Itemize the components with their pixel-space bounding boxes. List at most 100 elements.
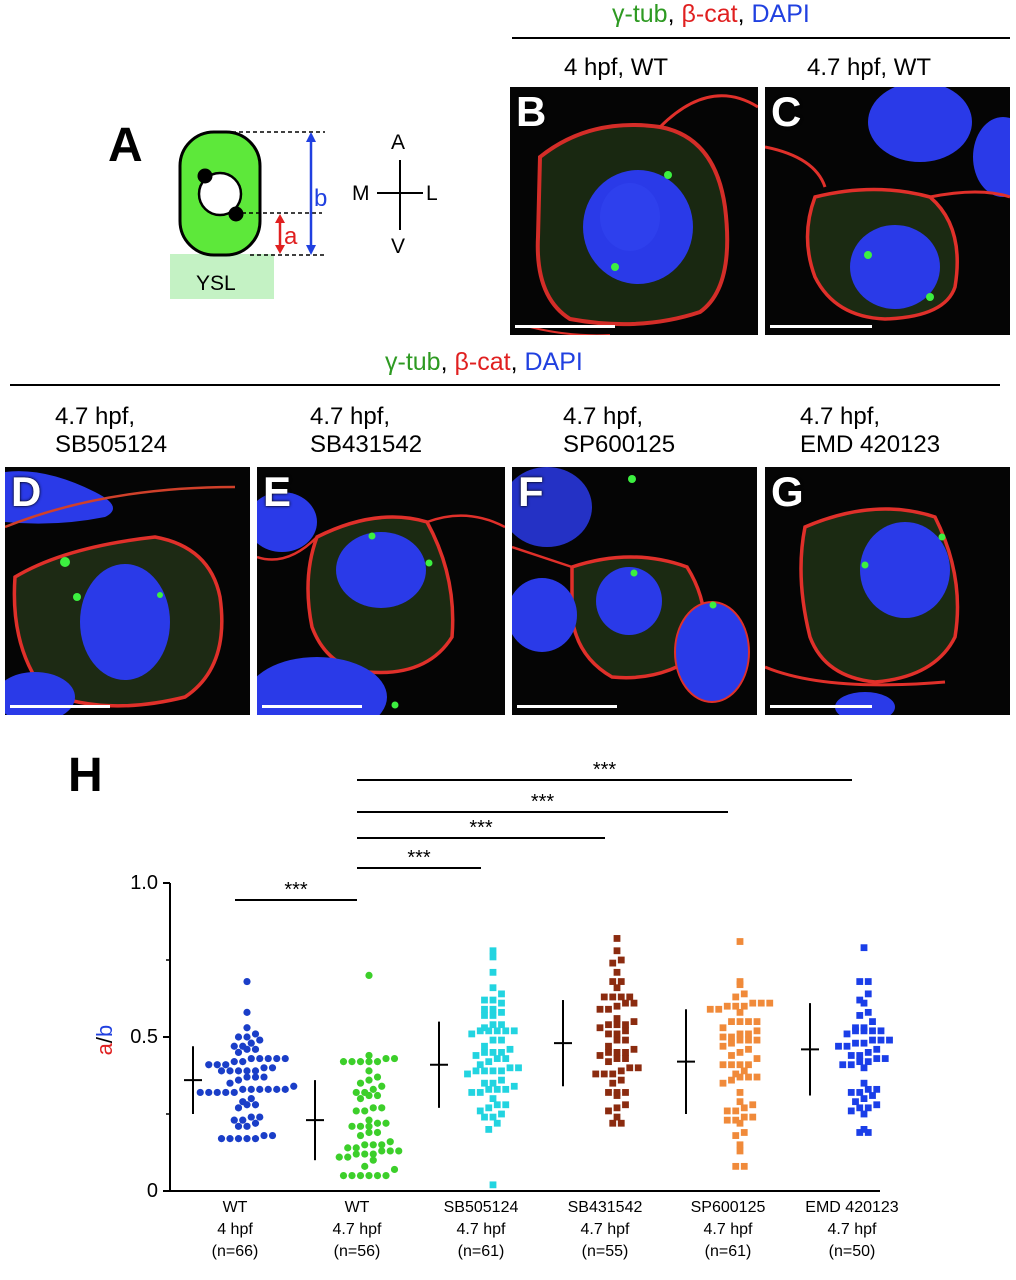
data-point	[877, 1036, 885, 1044]
x-tick-label: (n=56)	[334, 1243, 381, 1260]
significance-label: ***	[469, 817, 493, 839]
data-point	[728, 1061, 735, 1069]
data-point	[613, 1030, 621, 1038]
x-tick-label: (n=66)	[212, 1243, 259, 1260]
x-tick-label: WT	[345, 1199, 370, 1216]
data-point	[847, 1107, 855, 1115]
data-point	[489, 1049, 497, 1056]
data-point	[860, 1110, 868, 1118]
data-point	[493, 1055, 501, 1062]
data-point	[719, 1079, 727, 1087]
data-point	[732, 1132, 740, 1139]
scale-bar	[10, 705, 110, 708]
data-point	[600, 993, 608, 1001]
data-point	[243, 1135, 251, 1143]
data-point	[365, 1122, 373, 1130]
data-point	[622, 1036, 629, 1044]
data-point	[348, 1172, 356, 1180]
data-point	[485, 1104, 493, 1112]
data-point	[728, 1033, 735, 1041]
data-point	[489, 953, 497, 961]
data-point	[856, 1058, 864, 1066]
data-point	[489, 1079, 497, 1087]
data-point	[736, 938, 744, 945]
a-label: a	[284, 223, 298, 250]
x-tick-label: 4.7 hpf	[828, 1221, 877, 1238]
data-point	[732, 1116, 740, 1124]
data-point	[864, 1104, 872, 1112]
panel-a-schematic	[170, 130, 423, 299]
data-point	[847, 1089, 855, 1096]
data-point	[753, 1055, 761, 1062]
data-point	[390, 1165, 399, 1174]
data-point	[268, 1131, 277, 1140]
data-point	[869, 1036, 876, 1044]
data-point	[860, 1039, 868, 1047]
data-point	[864, 1058, 872, 1066]
significance-label: ***	[284, 879, 308, 901]
data-point	[719, 1042, 727, 1050]
data-point	[732, 1162, 740, 1170]
data-point	[753, 1018, 761, 1025]
data-point	[617, 1067, 625, 1075]
data-point	[856, 1129, 864, 1136]
data-point	[732, 1107, 740, 1115]
data-point	[860, 1095, 868, 1102]
data-point	[613, 1055, 621, 1062]
data-point	[856, 1052, 864, 1059]
data-point	[356, 1122, 365, 1130]
significance-label: ***	[531, 791, 555, 813]
data-point	[243, 1024, 251, 1032]
panel-letter-e: E	[263, 468, 292, 515]
data-point	[613, 968, 621, 976]
data-point	[268, 1064, 277, 1072]
data-point	[260, 1131, 268, 1140]
data-point	[222, 1061, 230, 1069]
nucleus	[197, 171, 243, 217]
scale-bar	[515, 325, 615, 328]
data-point	[369, 1150, 377, 1158]
data-point	[856, 996, 864, 1004]
data-point	[378, 1082, 386, 1090]
data-point	[613, 984, 621, 992]
data-point	[489, 996, 497, 1004]
data-point	[481, 1067, 488, 1075]
data-point	[251, 1073, 260, 1081]
data-point	[395, 1147, 403, 1155]
data-point	[247, 1113, 255, 1121]
ysl-region	[170, 254, 274, 299]
data-point	[617, 1076, 625, 1084]
data-point	[864, 990, 872, 998]
data-point	[864, 1085, 872, 1093]
data-point	[753, 1027, 761, 1035]
data-point	[630, 1018, 638, 1025]
data-point	[348, 1058, 356, 1066]
data-point	[373, 1119, 382, 1127]
data-point	[605, 1107, 612, 1115]
data-point	[736, 1030, 744, 1038]
data-point	[348, 1122, 356, 1130]
x-tick-label: 4.7 hpf	[704, 1221, 753, 1238]
axis-label-lateral: L	[426, 182, 438, 205]
data-point	[243, 977, 251, 986]
x-tick-label: SB505124	[444, 1199, 519, 1216]
data-point	[498, 999, 505, 1007]
data-point	[489, 1067, 497, 1075]
data-point	[243, 1067, 251, 1075]
data-point	[281, 1085, 289, 1093]
data-point	[860, 1079, 868, 1087]
data-point	[622, 1027, 629, 1035]
scale-bar	[517, 705, 617, 708]
data-point	[498, 1067, 505, 1075]
data-point	[864, 978, 872, 985]
gamma-tub-label: γ-tub	[612, 0, 668, 28]
data-point	[852, 1039, 859, 1047]
data-point	[736, 1098, 744, 1106]
data-point	[339, 1172, 348, 1180]
data-point	[626, 1064, 634, 1072]
data-point	[617, 1119, 625, 1127]
data-point	[745, 1030, 752, 1038]
data-point	[485, 1027, 493, 1035]
data-point	[506, 1064, 514, 1072]
data-point	[740, 1162, 748, 1170]
